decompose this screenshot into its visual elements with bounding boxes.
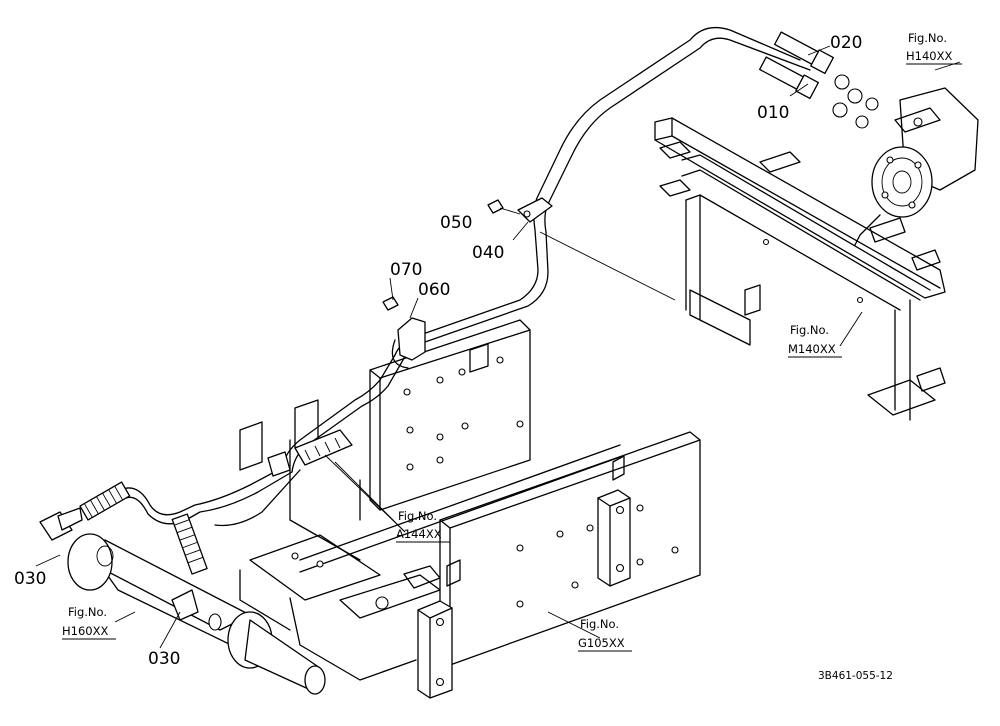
rear-frame	[654, 117, 946, 421]
drawing-code: 3B461-055-12	[818, 670, 893, 682]
part-number-030-left: 030	[14, 569, 46, 589]
part-number-040: 040	[472, 243, 504, 263]
part-number-010: 010	[757, 103, 789, 123]
fig-label-m140: Fig.No.	[790, 323, 829, 337]
fig-code-g105: G105XX	[578, 636, 625, 650]
hydraulic-motor	[854, 87, 979, 246]
lower-frame	[239, 431, 701, 699]
fig-label-h160: Fig.No.	[68, 605, 107, 619]
fig-label-h140: Fig.No.	[908, 31, 947, 45]
part-number-020: 020	[830, 33, 862, 53]
clamps	[267, 197, 553, 477]
fig-code-a144: A144XX	[396, 527, 442, 541]
part-number-060: 060	[418, 280, 450, 300]
hydraulic-cylinder	[39, 507, 326, 695]
fig-code-m140: M140XX	[788, 342, 836, 356]
hydraulic-hoses	[79, 26, 879, 575]
part-number-030-bottom: 030	[148, 649, 180, 669]
part-number-070: 070	[390, 260, 422, 280]
fig-label-g105: Fig.No.	[580, 617, 619, 631]
figure-references: Fig.No. H140XX Fig.No. M140XX Fig.No. A1…	[62, 31, 962, 652]
fig-label-a144: Fig.No.	[398, 509, 437, 523]
part-number-labels: 020 010 050 040 070 060 030 030	[14, 33, 862, 669]
leader-lines	[35, 45, 961, 649]
fig-code-h140: H140XX	[906, 49, 952, 63]
part-number-050: 050	[440, 213, 472, 233]
middle-frame	[239, 319, 531, 561]
fig-code-h160: H160XX	[62, 624, 108, 638]
